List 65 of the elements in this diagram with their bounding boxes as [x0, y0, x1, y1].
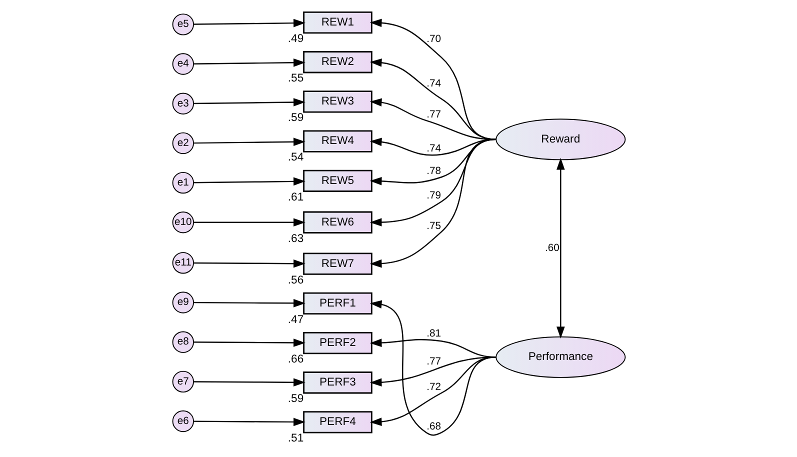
arrow	[193, 299, 305, 308]
arrow	[369, 356, 496, 426]
node-circle: e10	[172, 212, 194, 234]
node-box: PERF3	[302, 372, 372, 394]
arrow	[193, 58, 305, 67]
arrow	[193, 98, 305, 106]
node-label: .61	[287, 191, 304, 204]
node-label: .47	[287, 314, 304, 326]
node-box: REW7	[302, 252, 372, 275]
edge-label: .77	[426, 110, 441, 121]
edge-label: .74	[426, 143, 441, 154]
arrow	[193, 338, 305, 347]
arrow	[193, 259, 305, 268]
node-label: .66	[287, 353, 304, 366]
edge-label: .75	[426, 220, 441, 232]
node-circle: e7	[172, 370, 194, 393]
arrow	[193, 177, 305, 186]
edge-label: .79	[426, 190, 441, 202]
arrow	[369, 58, 496, 140]
arrow	[193, 418, 305, 426]
node-box: REW6	[302, 211, 372, 234]
edge-label: .68	[426, 422, 441, 433]
node-label: .59	[287, 112, 304, 124]
node-ellipse: Reward	[495, 118, 626, 160]
edge-label: .72	[426, 382, 441, 393]
edge-label: .78	[426, 166, 441, 178]
node-label: .51	[287, 432, 304, 445]
node-box: REW3	[302, 90, 372, 113]
node-circle: e11	[172, 252, 194, 274]
node-circle: e2	[172, 132, 194, 154]
node-label: .49	[287, 32, 304, 45]
arrow	[193, 378, 305, 387]
edge-label: .70	[426, 34, 441, 46]
node-box: REW1	[302, 11, 372, 34]
node-circle: e6	[172, 410, 194, 432]
arrow	[193, 18, 305, 28]
edge-label: .60	[544, 242, 559, 254]
node-box: REW4	[302, 130, 372, 152]
node-ellipse: Performance	[495, 336, 626, 378]
arrow	[556, 158, 564, 339]
node-circle: e1	[172, 172, 194, 194]
node-box: PERF4	[302, 411, 372, 434]
arrow	[369, 300, 496, 436]
node-label: .63	[287, 232, 304, 245]
arrow	[369, 18, 496, 140]
node-circle: e3	[172, 92, 194, 114]
arrow	[369, 138, 496, 268]
arrow	[369, 98, 496, 140]
node-box: REW2	[302, 51, 372, 74]
node-label: .56	[287, 274, 304, 286]
edge-label: .74	[426, 78, 441, 90]
node-circle: e5	[172, 14, 194, 36]
node-box: REW5	[302, 170, 372, 192]
arrow	[193, 138, 305, 146]
node-box: PERF2	[302, 332, 372, 354]
node-label: .55	[287, 72, 304, 85]
node-label: .59	[287, 393, 304, 406]
node-label: .54	[287, 152, 304, 164]
node-circle: e4	[172, 53, 194, 75]
arrow	[193, 218, 305, 227]
node-circle: e9	[172, 292, 194, 314]
edge-label: .77	[426, 356, 441, 368]
edge-label: .81	[426, 328, 441, 340]
node-circle: e8	[172, 331, 194, 353]
node-box: PERF1	[302, 292, 372, 315]
